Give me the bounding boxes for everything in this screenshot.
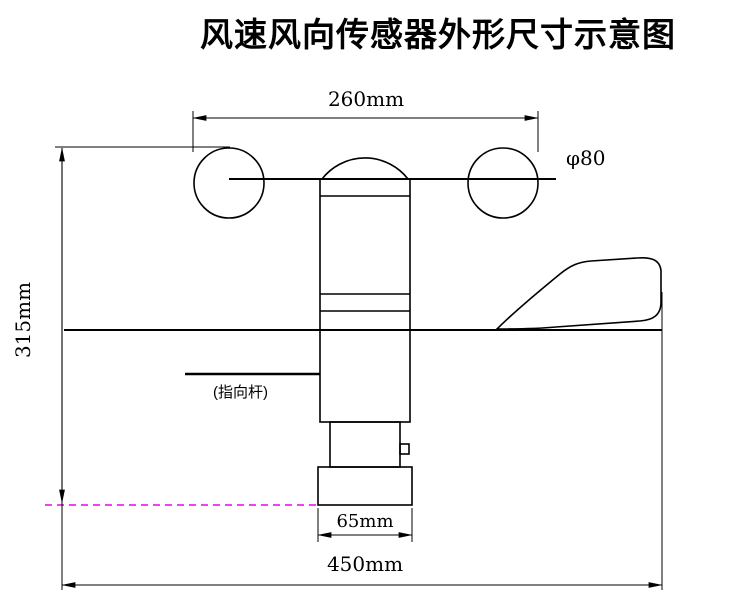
dimension-cup-span: 260mm <box>192 87 539 152</box>
dim-65-label: 65mm <box>336 511 393 532</box>
dimension-overall-height: 315mm <box>11 146 230 590</box>
sensor-cap-dome <box>320 157 410 180</box>
dim-315-label: 315mm <box>11 282 35 358</box>
dimension-base-width: 65mm <box>317 508 413 542</box>
connector-notch <box>399 443 410 455</box>
dim-phi80-label: φ80 <box>566 146 605 170</box>
diagram-title: 风速风向传感器外形尺寸示意图 <box>200 16 676 53</box>
sensor-body <box>319 178 411 423</box>
dim-450-label: 450mm <box>327 552 403 576</box>
mounting-base <box>317 466 413 506</box>
dim-260-label: 260mm <box>328 87 404 111</box>
pointer-rod-label: (指向杆) <box>213 384 268 401</box>
cup-right-circle <box>467 147 539 219</box>
sensor-neck <box>329 421 401 468</box>
cup-left-circle <box>193 147 265 219</box>
dimension-overall-length: 450mm <box>61 292 663 590</box>
vane-tail-fin <box>495 256 662 330</box>
